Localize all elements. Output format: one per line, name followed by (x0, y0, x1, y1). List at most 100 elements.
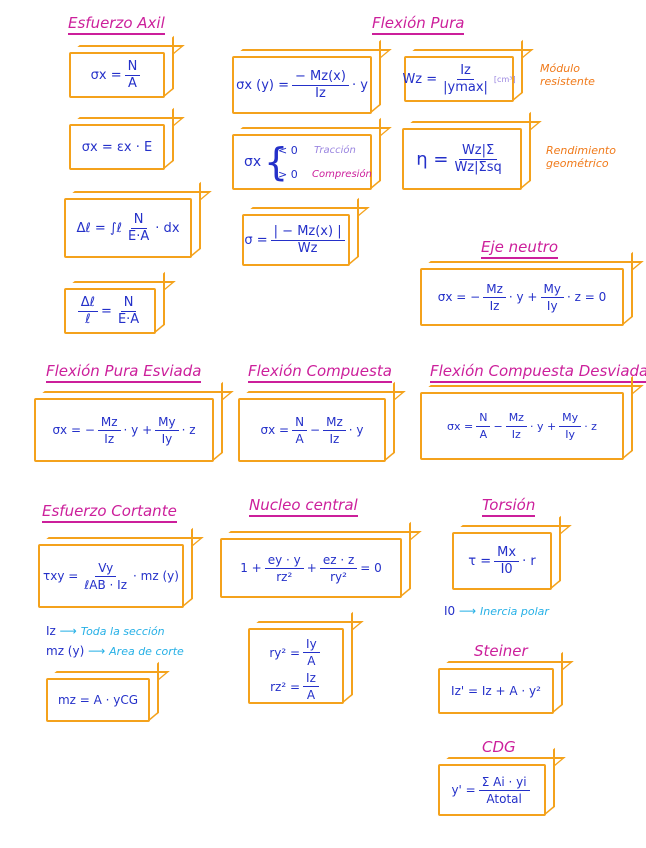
formula-numerator: Σ Ai · yi (478, 774, 530, 791)
formula-denominator: Iz (489, 298, 500, 313)
formula-lhs: σx (y) = (236, 77, 290, 93)
formula-denominator: A (307, 654, 316, 668)
formula-denominator: E·A (128, 228, 150, 244)
formula-denominator: |ymax| (443, 79, 488, 95)
formula-rhs: = 0 (360, 561, 382, 575)
title-flexion-compuesta: Flexión Compuesta (248, 362, 392, 383)
formula-lhs: σx (244, 154, 262, 170)
formula-denominator: Iz (315, 85, 326, 101)
formula-denominator: rz² (276, 569, 293, 584)
formula-numerator: Iy (303, 636, 320, 653)
formula-box-section-modulus: Wz = Iz|ymax| [cm³] (402, 56, 516, 102)
condition-positive: > 0 (278, 168, 298, 181)
formula-text: Iz' = Iz + A · y² (451, 684, 541, 698)
formula-lhs: y' = (451, 783, 476, 797)
formula-denominator: I0 (500, 561, 513, 577)
formula-denominator: Iy (565, 427, 576, 441)
formula-numerator: Δℓ (77, 295, 99, 312)
formula-denominator: Iz (511, 427, 521, 441)
legend-iz-label: Iz (46, 624, 56, 638)
formula-denominator: E·A (117, 311, 140, 327)
formula-text: mz = A · yCG (57, 693, 139, 707)
legend-iz-text: Toda la sección (80, 625, 165, 638)
formula-lhs: σx = (260, 423, 290, 437)
note-rendimiento-geometrico: Rendimiento geométrico (546, 144, 616, 170)
title-esfuerzo-axil: Esfuerzo Axil (68, 14, 165, 35)
formula-numerator: Vy (95, 560, 117, 577)
formula-rhs: · dx (155, 220, 180, 236)
title-flexion-compuesta-desviada: Flexión Compuesta Desviada (430, 362, 646, 383)
formula-denominator: A (128, 75, 137, 91)
formula-unit: [cm³] (493, 74, 516, 84)
note-modulo-resistente: Módulo resistente (540, 62, 595, 88)
formula-text: σx = εx · E (81, 139, 153, 155)
legend-mz-label: mz (y) (46, 644, 85, 658)
formula-numerator: N (130, 212, 147, 229)
legend-io-label: I0 (444, 604, 456, 618)
formula-denominator: ℓ (85, 311, 91, 327)
formula-denominator: Wz|Σsq (454, 159, 502, 175)
formula-numerator: N (120, 295, 137, 312)
formula-rhs: · mz (y) (133, 569, 179, 583)
formula-numerator: Mz (97, 414, 121, 431)
formula-box-bending-stress: σx (y) = − Mz(x)Iz · y (232, 56, 372, 114)
formula-numerator: N (476, 410, 491, 427)
formula-rhs: · z (181, 423, 196, 437)
title-flexion-pura: Flexión Pura (372, 14, 465, 35)
formula-numerator: | − Mz(x) | (270, 224, 345, 241)
formula-numerator: My (559, 410, 582, 427)
formula-rhs: · r (522, 553, 536, 569)
formula-numerator: My (540, 281, 564, 298)
formula-box-stress-sign: σx { < 0 > 0 Tracción Compresión (232, 134, 372, 190)
formula-lhs: σ = (244, 232, 268, 248)
note-compresion: Compresión (312, 169, 372, 180)
legend-mz-text: Area de corte (109, 645, 184, 658)
formula-numerator: Mz (483, 281, 506, 298)
formula-numerator: Iz (303, 670, 319, 687)
formula-rhs: · y (351, 77, 368, 93)
formula-lhs: τxy = (43, 569, 79, 583)
formula-denominator: Atotal (486, 791, 522, 806)
formula-middle: · y + (123, 423, 153, 437)
formula-middle: − (310, 423, 321, 437)
title-torsion: Torsión (482, 496, 536, 517)
brace-icon: { (264, 140, 289, 184)
formula-equals: = (101, 303, 112, 319)
legend-io-text: Inercia polar (480, 605, 549, 618)
formula-denominator: A (306, 688, 316, 702)
formula-denominator: Iz (104, 431, 115, 446)
title-cdg: CDG (482, 738, 516, 759)
formula-middle: · y + (508, 290, 538, 304)
formula-rhs: · z (584, 419, 597, 433)
title-steiner: Steiner (474, 642, 528, 663)
formula-middle: · y + (529, 419, 557, 433)
formula-lhs: σx = − (437, 290, 481, 304)
formula-box-static-moment: mz = A · yCG (46, 678, 150, 722)
formula-numerator: My (155, 414, 179, 431)
formula-numerator: Mz (505, 410, 527, 427)
formula-lhs: σx = (90, 67, 122, 83)
formula-rhs: · z = 0 (566, 290, 607, 304)
formula-numerator: Mx (494, 545, 520, 562)
formula-lhs: Wz = (402, 71, 438, 87)
note-traccion: Tracción (314, 145, 356, 156)
legend-iz: Iz ⟶ Toda la sección (46, 624, 165, 638)
title-nucleo-central: Nucleo central (249, 496, 358, 517)
formula-numerator: Mz (323, 414, 346, 431)
formula-lhs: rz² = (270, 679, 301, 694)
formula-denominator: Iy (546, 298, 558, 313)
formula-numerator: Wz|Σ (458, 143, 498, 160)
title-eje-neutro: Eje neutro (481, 238, 559, 259)
formula-rhs: · y (348, 423, 364, 437)
condition-negative: < 0 (278, 144, 298, 157)
